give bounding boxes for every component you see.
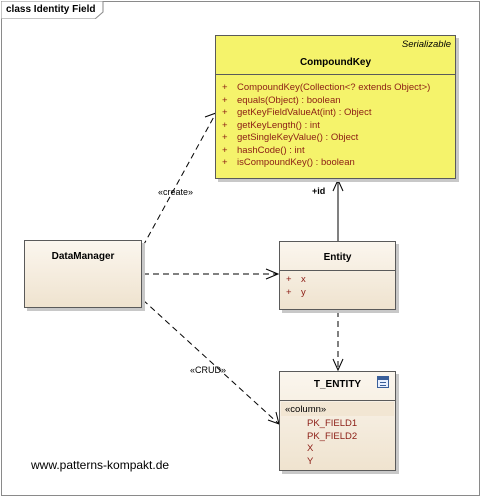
- column-row-text: PK_FIELD2: [307, 430, 358, 442]
- create-label: «create»: [158, 187, 194, 197]
- column-stereotype-band: [281, 402, 394, 416]
- datamanager-class[interactable]: DataManager: [24, 240, 142, 308]
- operation-row-text: equals(Object) : boolean: [237, 94, 341, 106]
- entity-table-dependency-arrowhead: [332, 358, 344, 372]
- operation-row-text: CompoundKey(Collection<? extends Object>…: [237, 82, 431, 93]
- attribute-row-text: y: [301, 287, 306, 298]
- compoundkey-class-name: CompoundKey: [299, 57, 372, 68]
- entity-class[interactable]: Entity + x + y: [279, 241, 396, 310]
- visibility-marker: +: [286, 274, 292, 285]
- frame-title-tab: [1, 1, 104, 19]
- visibility-marker: +: [222, 144, 228, 156]
- frame-title: class Identity Field: [6, 4, 96, 15]
- table-icon: [377, 376, 389, 388]
- column-row-text: X: [307, 443, 314, 454]
- compoundkey-class[interactable]: Serializable CompoundKey + CompoundKey(Co…: [215, 35, 456, 179]
- crud-dependency-line: [142, 299, 280, 425]
- t-entity-divider: [280, 400, 395, 401]
- crud-label: «CRUD»: [190, 365, 227, 375]
- column-stereotype: «column»: [285, 404, 327, 415]
- operation-row-text: hashCode() : int: [237, 144, 305, 156]
- attribute-row-text: x: [301, 274, 306, 285]
- visibility-marker: +: [222, 132, 228, 143]
- t-entity-table-name: T_ENTITY: [313, 379, 362, 390]
- datamanager-entity-dependency-arrowhead: [265, 268, 280, 280]
- footer-url: www.patterns-kompakt.de: [31, 458, 170, 472]
- operation-row-text: getKeyFieldValueAt(int) : Object: [237, 107, 372, 118]
- visibility-marker: +: [286, 287, 292, 298]
- operation-row-text: getSingleKeyValue() : Object: [237, 132, 359, 143]
- visibility-marker: +: [222, 157, 228, 168]
- visibility-marker: +: [222, 94, 228, 106]
- entity-class-name: Entity: [323, 252, 352, 263]
- compoundkey-divider: [216, 74, 455, 75]
- column-row-text: Y: [307, 455, 314, 467]
- visibility-marker: +: [222, 119, 228, 131]
- id-role-label: +id: [312, 186, 326, 196]
- serializable-stereotype: Serializable: [401, 39, 451, 50]
- visibility-marker: +: [222, 82, 228, 93]
- visibility-marker: +: [222, 107, 228, 118]
- entity-divider: [280, 270, 395, 271]
- operation-row-text: isCompoundKey() : boolean: [237, 157, 355, 168]
- create-dependency-line: [142, 112, 217, 247]
- column-row-text: PK_FIELD1: [307, 418, 358, 429]
- operation-row-text: getKeyLength() : int: [237, 119, 320, 131]
- entity-id-association-arrowhead: [332, 178, 344, 192]
- datamanager-class-name: DataManager: [51, 251, 115, 262]
